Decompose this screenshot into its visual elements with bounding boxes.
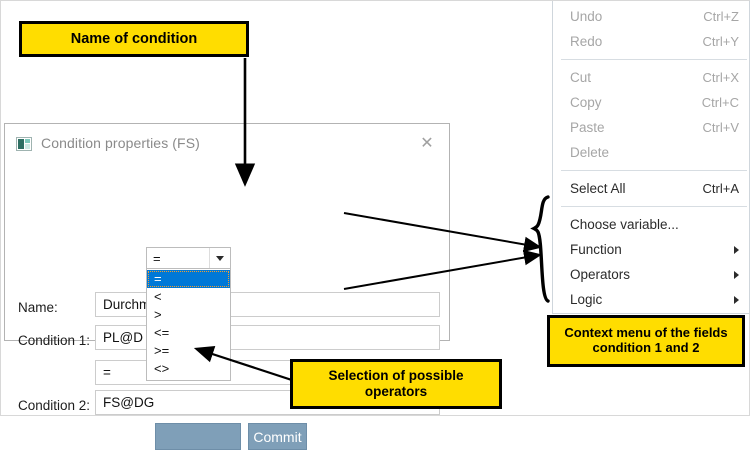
commit-button[interactable]: Commit xyxy=(248,423,307,450)
menu-item-label: Redo xyxy=(570,34,603,49)
menu-item-label: Choose variable... xyxy=(570,217,679,232)
menu-item-choose-variable[interactable]: Choose variable... xyxy=(553,212,749,237)
menu-item-label: Undo xyxy=(570,9,603,24)
menu-item-logic[interactable]: Logic xyxy=(553,287,749,312)
name-label: Name: xyxy=(18,300,58,315)
chevron-down-icon[interactable] xyxy=(209,248,230,268)
callout-name-of-condition: Name of condition xyxy=(19,21,249,57)
chevron-right-icon xyxy=(734,245,739,254)
operator-dropdown-value: = xyxy=(153,250,161,266)
operator-option[interactable]: = xyxy=(147,270,230,288)
menu-item-label: Copy xyxy=(570,95,602,110)
menu-separator xyxy=(561,170,747,171)
condition1-label: Condition 1: xyxy=(18,333,91,348)
operator-option[interactable]: < xyxy=(154,289,162,304)
operator-option[interactable]: <= xyxy=(154,325,170,340)
context-menu[interactable]: Undo Ctrl+Z Redo Ctrl+Y Cut Ctrl+X Copy Ctrl+C P… xyxy=(552,1,750,332)
operator-dropdown-combobox[interactable]: = xyxy=(146,247,231,269)
dialog-title-bar: Condition properties (FS) ✕ xyxy=(5,124,449,164)
operator-dropdown-list[interactable]: =<><=>=<> xyxy=(146,269,231,381)
dialog-title: Condition properties (FS) xyxy=(41,135,200,151)
operator-combobox-value: = xyxy=(103,365,111,380)
menu-item-shortcut: Ctrl+V xyxy=(702,120,739,135)
menu-item-shortcut: Ctrl+A xyxy=(702,181,739,196)
menu-item-select-all[interactable]: Select All Ctrl+A xyxy=(553,176,749,201)
menu-item-shortcut: Ctrl+C xyxy=(701,95,739,110)
menu-item-delete: Delete xyxy=(553,140,749,165)
operator-option[interactable]: > xyxy=(154,307,162,322)
menu-item-function[interactable]: Function xyxy=(553,237,749,262)
menu-item-operators[interactable]: Operators xyxy=(553,262,749,287)
menu-item-label: Function xyxy=(570,242,622,257)
chevron-right-icon xyxy=(734,270,739,279)
menu-item-redo: Redo Ctrl+Y xyxy=(553,29,749,54)
menu-item-label: Cut xyxy=(570,70,592,85)
menu-item-shortcut: Ctrl+Z xyxy=(703,9,739,24)
menu-item-label: Operators xyxy=(570,267,631,282)
operator-option[interactable]: >= xyxy=(154,343,170,358)
secondary-button[interactable] xyxy=(155,423,241,450)
menu-item-shortcut: Ctrl+Y xyxy=(702,34,739,49)
menu-item-label: Select All xyxy=(570,181,626,196)
menu-item-cut: Cut Ctrl+X xyxy=(553,65,749,90)
close-icon[interactable]: ✕ xyxy=(420,135,434,152)
menu-item-copy: Copy Ctrl+C xyxy=(553,90,749,115)
menu-separator xyxy=(561,59,747,60)
condition2-label: Condition 2: xyxy=(18,398,91,413)
operator-option[interactable]: <> xyxy=(154,361,170,376)
menu-item-label: Delete xyxy=(570,145,610,160)
menu-item-label: Paste xyxy=(570,120,605,135)
curly-brace xyxy=(530,195,550,303)
menu-item-undo: Undo Ctrl+Z xyxy=(553,4,749,29)
chevron-right-icon xyxy=(734,295,739,304)
menu-item-shortcut: Ctrl+X xyxy=(702,70,739,85)
window-app-icon xyxy=(16,137,32,151)
menu-separator xyxy=(561,206,747,207)
menu-item-paste: Paste Ctrl+V xyxy=(553,115,749,140)
menu-item-label: Logic xyxy=(570,292,603,307)
